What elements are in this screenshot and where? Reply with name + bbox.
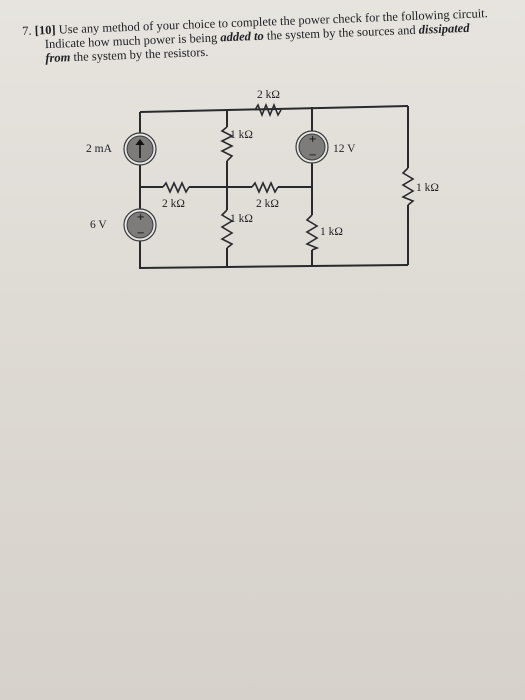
resistor-left-horizontal-label: 2 kΩ — [162, 198, 185, 210]
voltage-source-12v-label: 12 V — [333, 143, 356, 155]
resistor-left-horizontal-zigzag — [162, 181, 190, 194]
resistor-center-vertical: 1 kΩ — [220, 126, 253, 162]
resistor-lower-center: 1 kΩ — [220, 209, 253, 249]
resistor-middle-horizontal-zigzag — [251, 181, 279, 194]
voltage-source-12v-body — [298, 133, 326, 161]
resistor-middle-horizontal-label: 2 kΩ — [256, 198, 279, 210]
top-wire — [139, 105, 409, 113]
plus-sign-icon: + — [309, 134, 317, 145]
bottom-wire — [139, 240, 409, 270]
resistor-lower-center-label: 1 kΩ — [230, 213, 253, 225]
resistor-left-horizontal: 2 kΩ — [162, 181, 190, 210]
current-source-2ma: 2 mA — [86, 132, 157, 166]
resistor-top-zigzag — [254, 102, 282, 118]
resistor-middle-horizontal: 2 kΩ — [251, 181, 279, 210]
plus-sign-icon: + — [137, 212, 145, 223]
resistor-top-label: 2 kΩ — [257, 89, 280, 101]
wires — [139, 105, 409, 270]
voltage-source-12v: + − 12 V — [295, 130, 356, 164]
voltage-source-6v-body — [126, 211, 154, 239]
resistor-lower-right: 1 kΩ — [305, 214, 343, 251]
resistor-top: 2 kΩ — [254, 89, 282, 118]
resistor-center-vertical-zigzag — [220, 126, 234, 162]
arrow-up-icon — [135, 139, 145, 145]
resistor-lower-center-zigzag — [220, 209, 234, 249]
voltage-source-6v-label: 6 V — [90, 219, 107, 231]
resistor-center-vertical-label: 1 kΩ — [230, 129, 253, 141]
current-source-label: 2 mA — [86, 143, 113, 155]
minus-sign-icon: − — [137, 228, 145, 239]
resistor-far-right: 1 kΩ — [401, 167, 439, 206]
resistor-far-right-label: 1 kΩ — [416, 182, 439, 194]
resistor-lower-right-zigzag — [305, 214, 320, 251]
resistor-far-right-zigzag — [401, 167, 415, 206]
resistor-lower-right-label: 1 kΩ — [320, 226, 343, 238]
voltage-source-6v: + − 6 V — [90, 208, 157, 242]
minus-sign-icon: − — [309, 150, 317, 161]
